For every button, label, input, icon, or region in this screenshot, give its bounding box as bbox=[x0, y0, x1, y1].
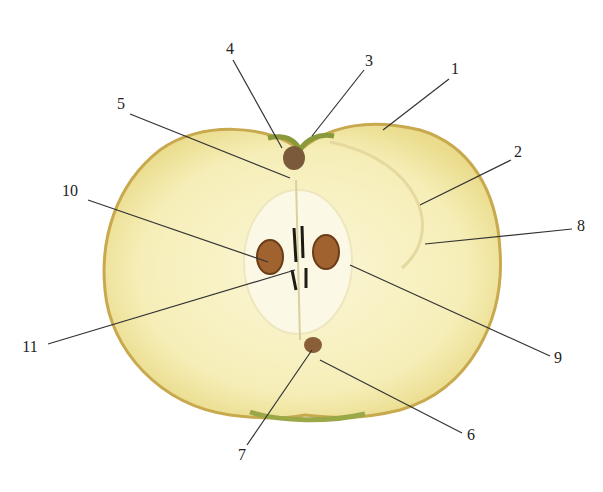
callout-number: 3 bbox=[363, 52, 375, 70]
callout-number: 4 bbox=[224, 40, 236, 58]
callout-number: 9 bbox=[552, 349, 564, 367]
apple-flesh bbox=[104, 124, 500, 418]
apple-stem bbox=[283, 146, 305, 170]
callout-number: 11 bbox=[20, 338, 39, 356]
callout-number: 5 bbox=[115, 95, 127, 113]
callout-number: 1 bbox=[449, 60, 461, 78]
leader-lines bbox=[48, 60, 572, 445]
seed-cavity bbox=[292, 226, 306, 290]
apple-calyx bbox=[304, 337, 322, 353]
apple-skin-top bbox=[268, 135, 334, 150]
callout-number: 8 bbox=[575, 217, 587, 235]
callout-number: 2 bbox=[512, 143, 524, 161]
apple-seed bbox=[257, 240, 283, 274]
apple-seed bbox=[313, 235, 339, 269]
callout-number: 7 bbox=[236, 446, 248, 464]
callout-number: 6 bbox=[465, 426, 477, 444]
callout-number: 10 bbox=[60, 182, 80, 200]
